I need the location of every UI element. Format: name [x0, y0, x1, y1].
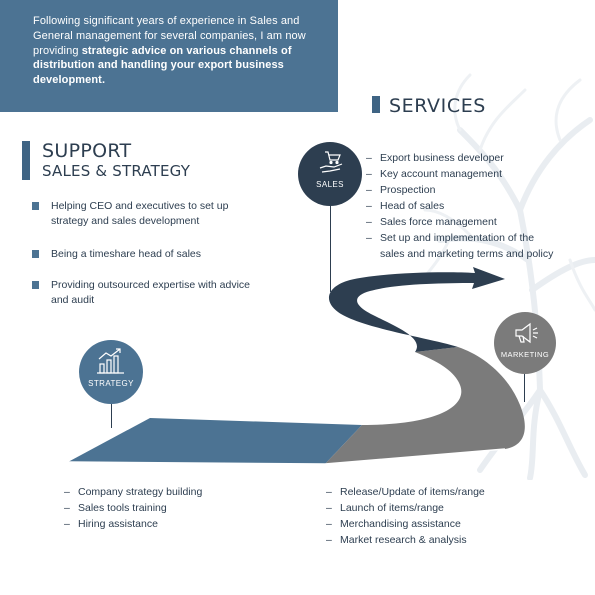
marketing-item: Release/Update of items/range: [326, 484, 546, 500]
services-item: Sales force management: [366, 214, 561, 230]
marketing-item: Merchandising assistance: [326, 516, 546, 532]
services-item: Head of sales: [366, 198, 561, 214]
services-title-bar: [372, 96, 380, 113]
intro-panel: Following significant years of experienc…: [0, 0, 338, 112]
marketing-circle: MARKETING: [494, 312, 556, 374]
support-item: Helping CEO and executives to set up str…: [32, 199, 262, 229]
strategy-item: Company strategy building: [64, 484, 284, 500]
sales-connector: [330, 200, 331, 292]
intro-text: Following significant years of experienc…: [33, 15, 306, 57]
services-item: Key account management: [366, 166, 561, 182]
marketing-item: Market research & analysis: [326, 532, 546, 548]
support-title-bar: [22, 141, 30, 180]
marketing-item: Launch of items/range: [326, 500, 546, 516]
sales-circle: SALES: [298, 142, 362, 206]
services-item: Set up and implementation of the sales a…: [366, 230, 561, 262]
marketing-connector: [524, 372, 525, 402]
support-item: Providing outsourced expertise with advi…: [32, 278, 262, 308]
services-title: SERVICES: [389, 95, 486, 117]
road-strategy-segment: [68, 418, 362, 464]
support-subtitle: SALES & STRATEGY: [42, 162, 191, 180]
support-title: SUPPORT: [42, 140, 132, 162]
hand-cart-icon: [319, 151, 343, 173]
strategy-circle-label: STRATEGY: [88, 379, 134, 388]
marketing-list: Release/Update of items/range Launch of …: [326, 484, 546, 548]
strategy-item: Hiring assistance: [64, 516, 284, 532]
road-marketing-segment: [325, 347, 525, 464]
services-item: Export business developer: [366, 150, 561, 166]
growth-chart-icon: [97, 348, 124, 374]
megaphone-icon: [515, 322, 538, 344]
intro-bold-text: strategic advice on various channels of …: [33, 44, 292, 87]
strategy-item: Sales tools training: [64, 500, 284, 516]
sales-circle-label: SALES: [316, 180, 344, 189]
services-item: Prospection: [366, 182, 561, 198]
support-list: Helping CEO and executives to set up str…: [32, 199, 262, 308]
support-item: Being a timeshare head of sales: [32, 247, 262, 262]
strategy-connector: [111, 400, 112, 428]
strategy-circle: STRATEGY: [79, 340, 143, 404]
services-list: Export business developer Key account ma…: [366, 150, 561, 262]
marketing-circle-label: MARKETING: [500, 350, 550, 359]
road-sales-segment: [328, 267, 505, 352]
strategy-list: Company strategy building Sales tools tr…: [64, 484, 284, 532]
